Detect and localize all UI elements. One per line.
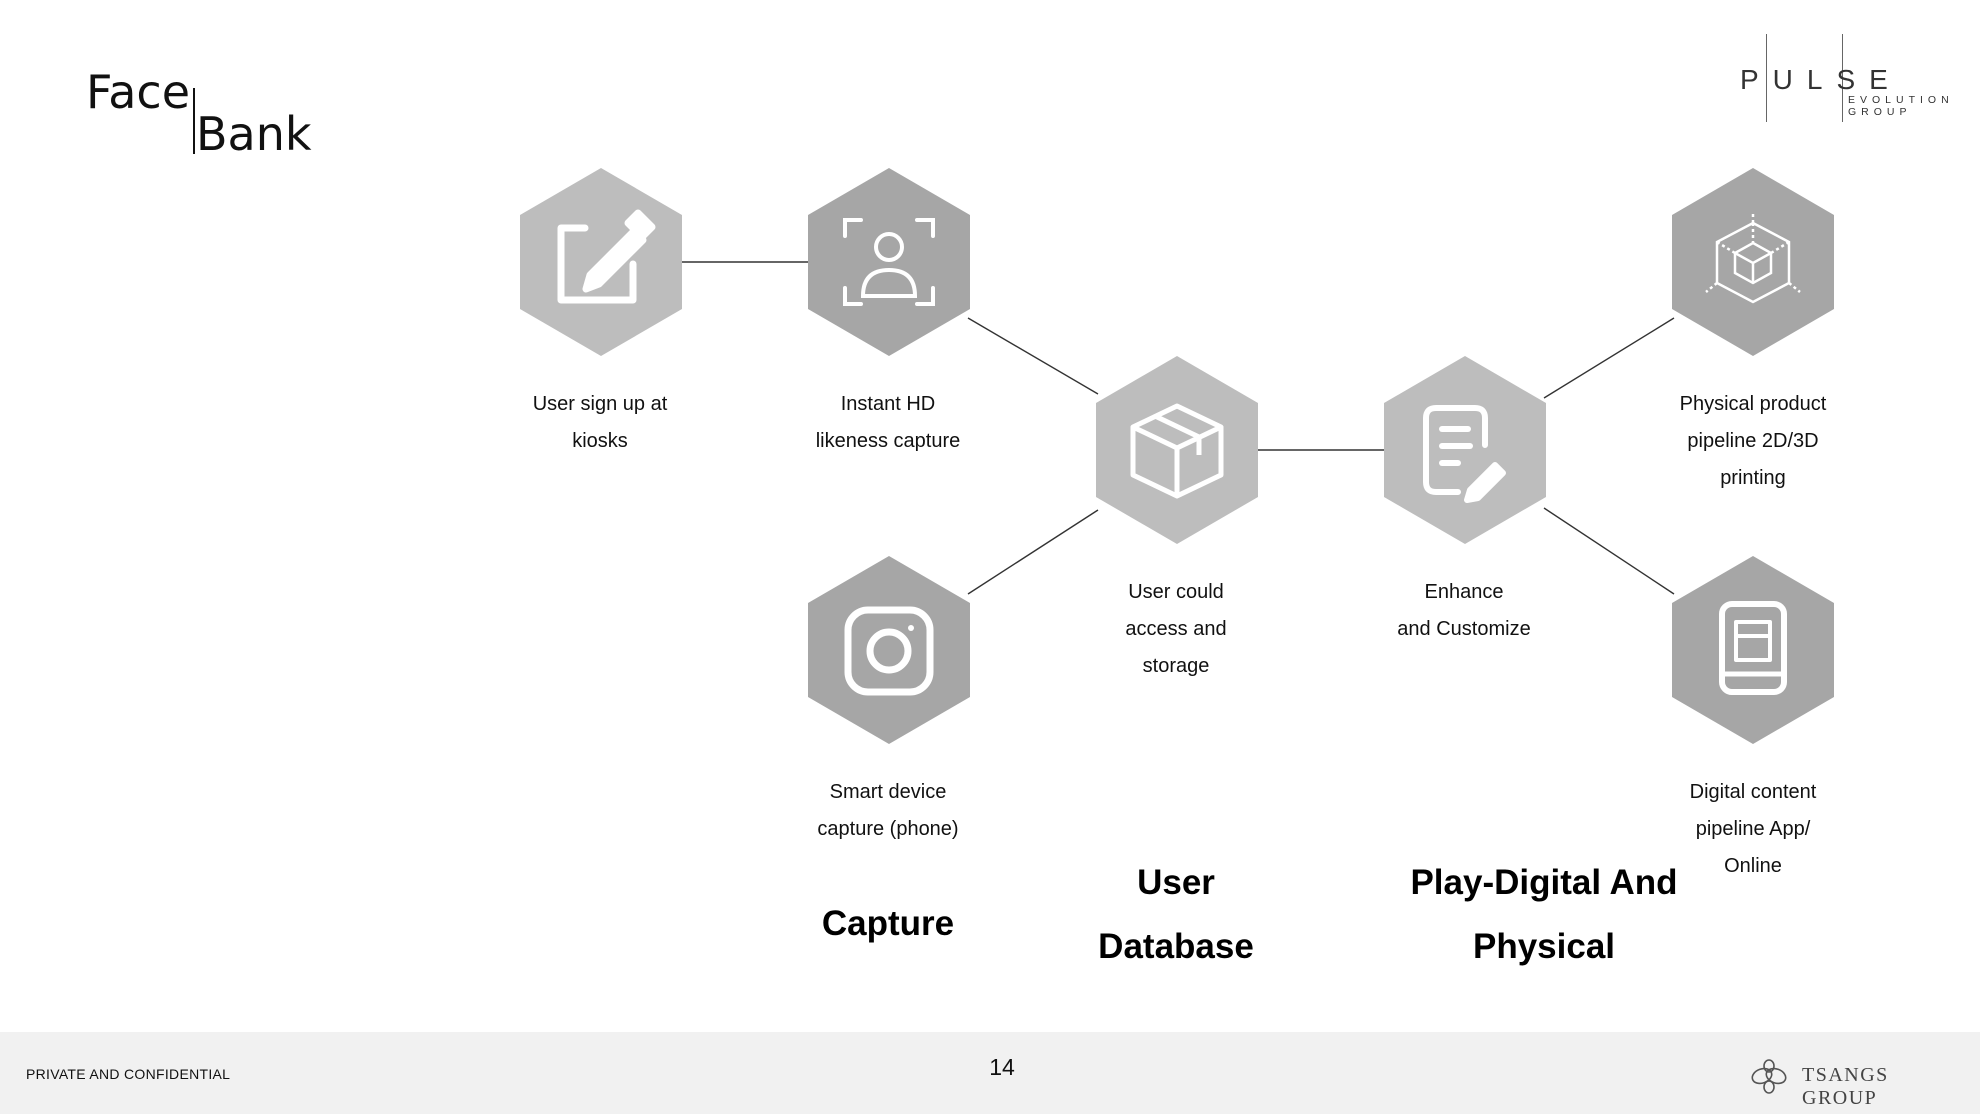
connector-line (1543, 317, 1675, 399)
hex-node-digital (1672, 556, 1834, 744)
label-line: pipeline App/ (1695, 818, 1811, 840)
group-heading-line: Capture (821, 904, 955, 943)
label-line: and Customize (1397, 618, 1531, 640)
pulse-logo-line (1766, 34, 1767, 122)
pulse-evolution-logo: PULSE EVOLUTION GROUP (1738, 34, 1949, 124)
label-physical: Physical product pipeline 2D/3D printing (1633, 386, 1873, 497)
connector-line (967, 317, 1099, 395)
group-database-heading: User Database (1056, 851, 1296, 979)
label-line: User could (1128, 581, 1224, 603)
connector-line (1543, 507, 1675, 595)
group-heading-line: Physical (1472, 927, 1616, 966)
label-phone: Smart device capture (phone) (768, 774, 1008, 848)
group-capture-heading: Capture (768, 892, 1008, 956)
label-enhance: Enhance and Customize (1344, 574, 1584, 648)
group-play-heading: Play-Digital And Physical (1344, 851, 1744, 979)
group-heading-line: Play-Digital And (1410, 863, 1678, 902)
tablet-icon (1719, 601, 1787, 695)
pulse-logo-subline: EVOLUTION GROUP (1848, 94, 1958, 118)
pulse-logo-line (1842, 34, 1843, 122)
group-heading-line: User (1137, 863, 1215, 902)
label-database: User could access and storage (1056, 574, 1296, 685)
label-line: kiosks (572, 430, 628, 452)
workflow-diagram (520, 168, 1834, 744)
label-line: Physical product (1679, 393, 1827, 415)
face-scan-icon (843, 218, 935, 306)
label-line: storage (1142, 655, 1210, 677)
label-line: Online (1724, 855, 1782, 877)
label-line: access and (1125, 618, 1227, 640)
label-digital: Digital content pipeline App/ Online (1633, 774, 1873, 885)
label-line: Instant HD (840, 393, 936, 415)
brand-word-face: Face (86, 65, 191, 119)
page-number: 14 (989, 1054, 1015, 1080)
label-line: Enhance (1424, 581, 1504, 603)
label-capture: Instant HD likeness capture (768, 386, 1008, 460)
pulse-logo-subline-2: GROUP (1848, 106, 1912, 118)
facebank-logo: Face Bank (86, 64, 316, 164)
label-signup: User sign up at kiosks (480, 386, 720, 460)
brand-divider (193, 88, 195, 154)
connectors (680, 261, 1675, 595)
pulse-logo-letters: PULSE (1740, 64, 1902, 95)
tsangs-group-logo: TSANGS GROUP (1748, 1056, 1968, 1109)
hex-node-enhance (1384, 356, 1546, 544)
brand-word-bank: Bank (196, 107, 312, 161)
label-line: Smart device (829, 781, 947, 803)
company-name: TSANGS GROUP (1802, 1064, 1889, 1109)
label-line: printing (1720, 467, 1786, 489)
hex-node-phone (808, 556, 970, 744)
footer-bar: PRIVATE AND CONFIDENTIAL 14 TSANGS GROUP (0, 1032, 1980, 1114)
label-line: User sign up at (532, 393, 668, 415)
label-line: Digital content (1689, 781, 1817, 803)
group-heading-line: Database (1098, 927, 1254, 966)
label-line: pipeline 2D/3D (1687, 430, 1819, 452)
pulse-logo-subline-1: EVOLUTION (1848, 94, 1954, 106)
label-line: likeness capture (815, 430, 961, 452)
tsangs-knot-icon (1751, 1059, 1787, 1094)
package-box-icon (1130, 403, 1224, 499)
confidential-notice: PRIVATE AND CONFIDENTIAL (26, 1066, 231, 1082)
instagram-icon (844, 606, 934, 696)
connector-line (967, 509, 1099, 595)
edit-icon (557, 209, 656, 304)
document-edit-icon (1423, 405, 1506, 503)
3d-cube-icon (1705, 213, 1801, 304)
label-line: capture (phone) (817, 818, 959, 840)
